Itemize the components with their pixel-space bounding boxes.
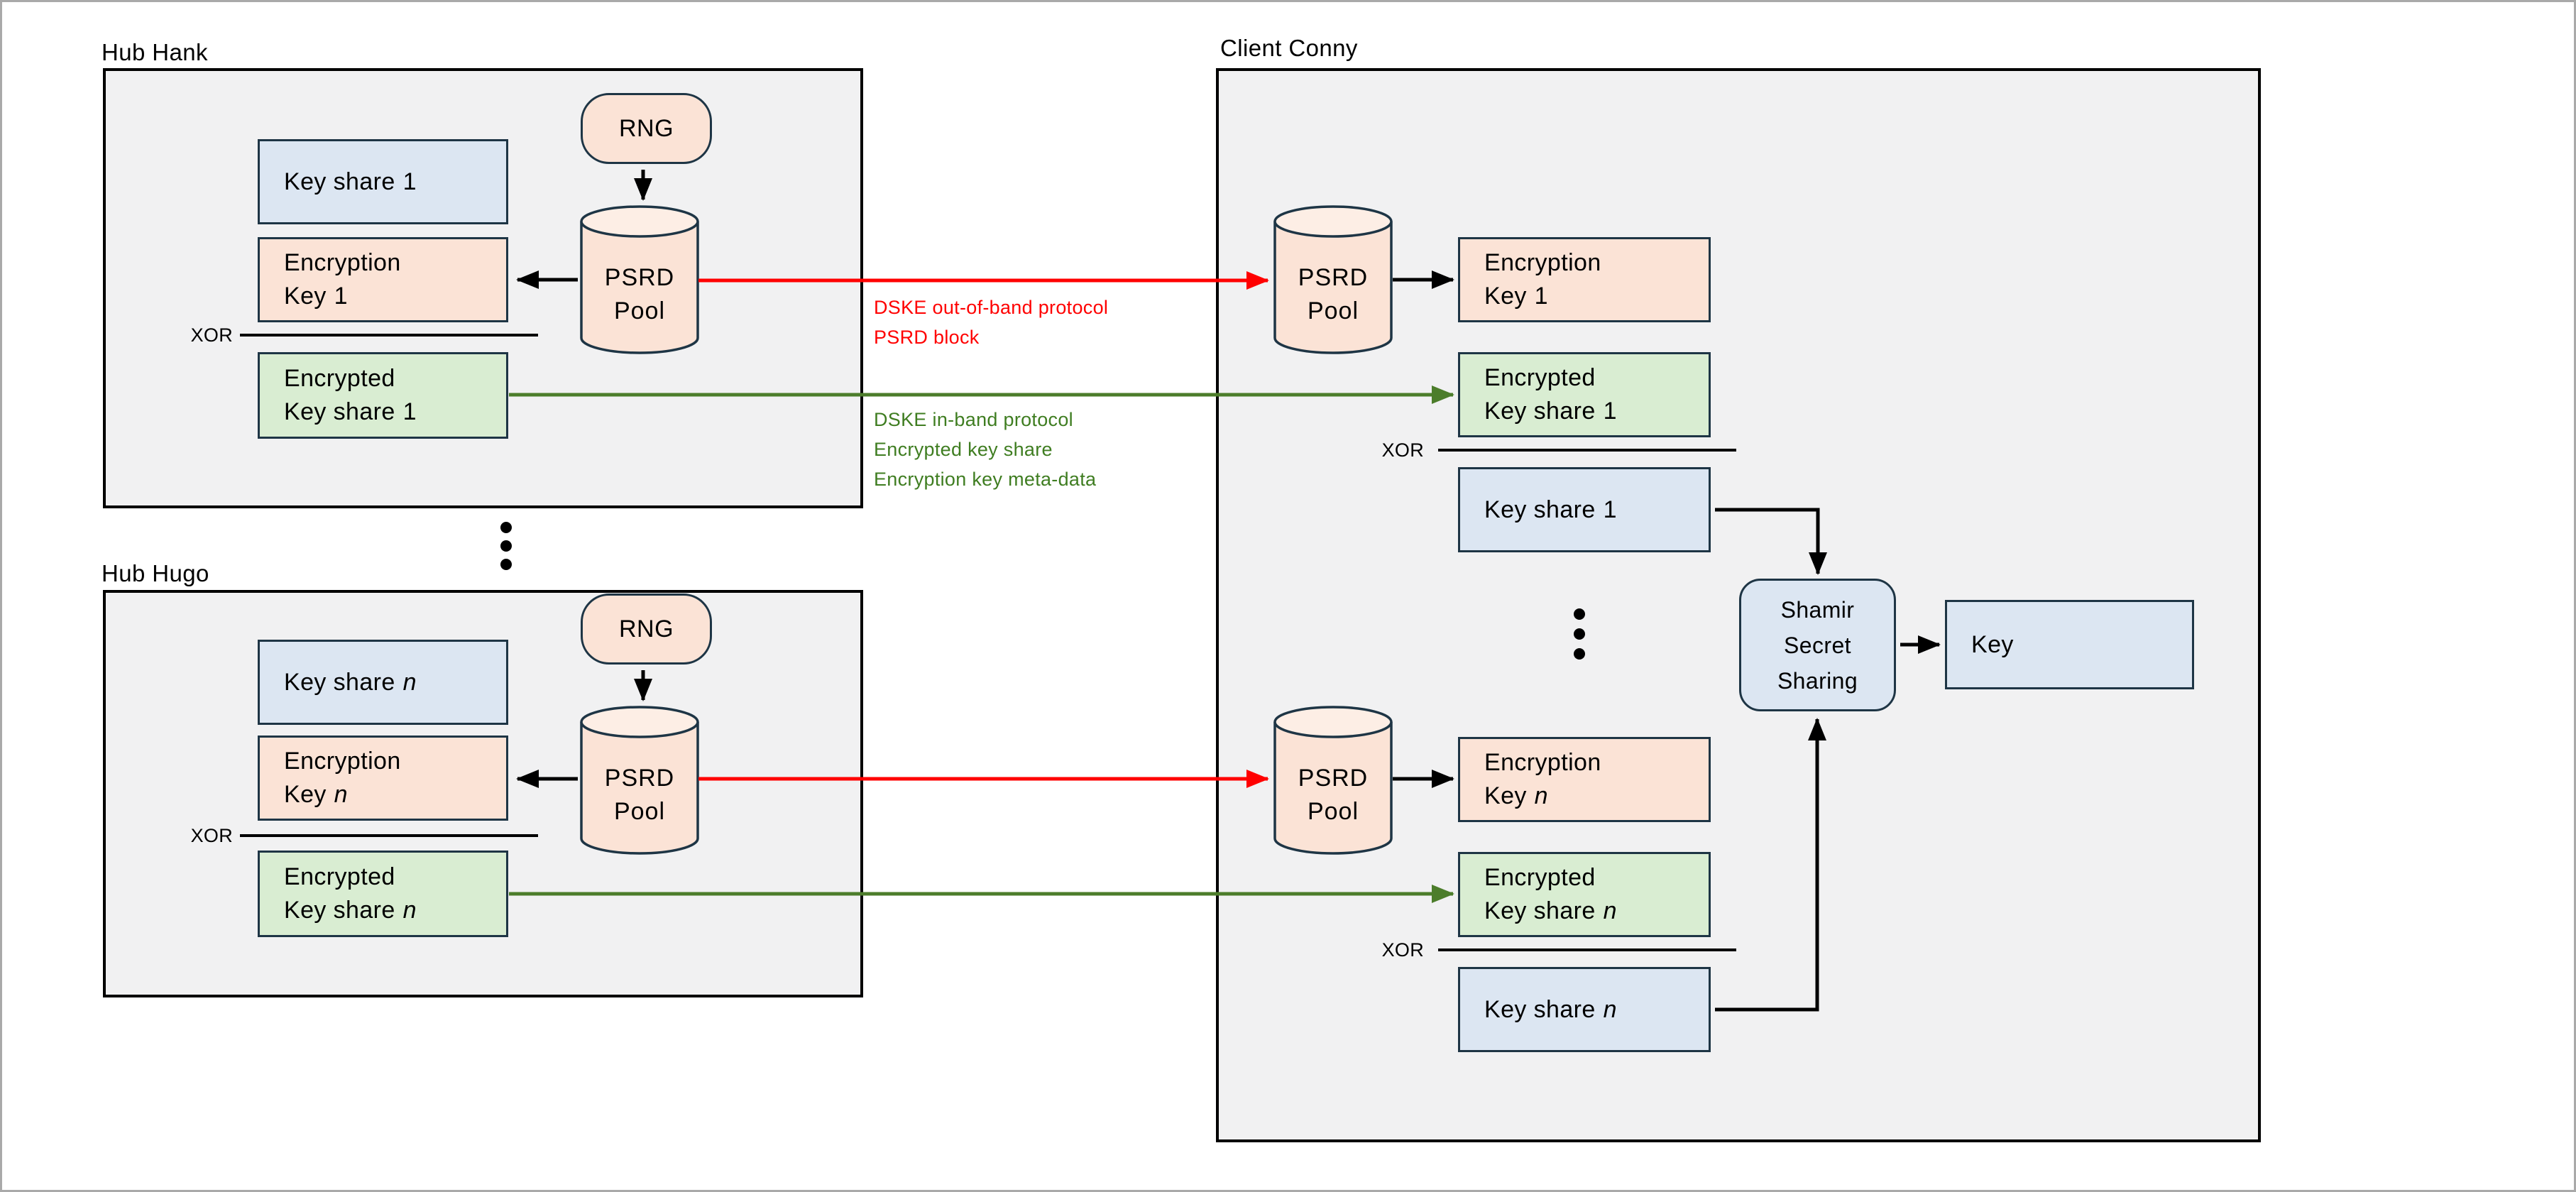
client-xor-n-label: XOR — [1381, 939, 1424, 961]
cylinder-shape — [1273, 706, 1393, 855]
client-xor-n-line — [1438, 948, 1736, 951]
hank-xor-label: XOR — [190, 324, 233, 346]
hugo-psrd-pool-cylinder: PSRD Pool — [579, 705, 700, 855]
client-conny-title: Client Conny — [1220, 35, 1358, 61]
client-ellipsis-dot — [1574, 608, 1585, 620]
key-output-box: Key — [1945, 600, 2194, 689]
cylinder-shape — [1273, 205, 1393, 354]
hugo-xor-label: XOR — [190, 825, 233, 846]
cylinder-shape — [580, 706, 699, 855]
client-xor-1-line — [1438, 449, 1736, 452]
in-band-annotation: DSKE in-band protocol Encrypted key shar… — [874, 409, 1097, 490]
cylinder-shape — [580, 205, 699, 354]
out-of-band-annotation: DSKE out-of-band protocol PSRD block — [874, 297, 1109, 348]
hub-ellipsis-dot — [500, 522, 512, 533]
hub-hank-title: Hub Hank — [102, 39, 208, 65]
hank-psrd-pool-cylinder: PSRD Pool — [579, 204, 700, 355]
hugo-xor-line — [240, 834, 538, 837]
client-psrd-pool-n-cylinder: PSRD Pool — [1273, 705, 1393, 855]
shamir-secret-sharing-node: Shamir Secret Sharing — [1739, 579, 1896, 711]
hub-ellipsis-dot — [500, 559, 512, 570]
hub-hugo-title: Hub Hugo — [102, 560, 209, 586]
hugo-rng-node: RNG — [581, 594, 712, 665]
client-ellipsis-dot — [1574, 628, 1585, 640]
client-psrd-pool-1-cylinder: PSRD Pool — [1273, 204, 1393, 355]
hank-rng-node: RNG — [581, 93, 712, 164]
client-ellipsis-dot — [1574, 648, 1585, 660]
hank-xor-line — [240, 334, 538, 337]
hub-ellipsis-dot — [500, 540, 512, 552]
client-xor-1-label: XOR — [1381, 439, 1424, 461]
